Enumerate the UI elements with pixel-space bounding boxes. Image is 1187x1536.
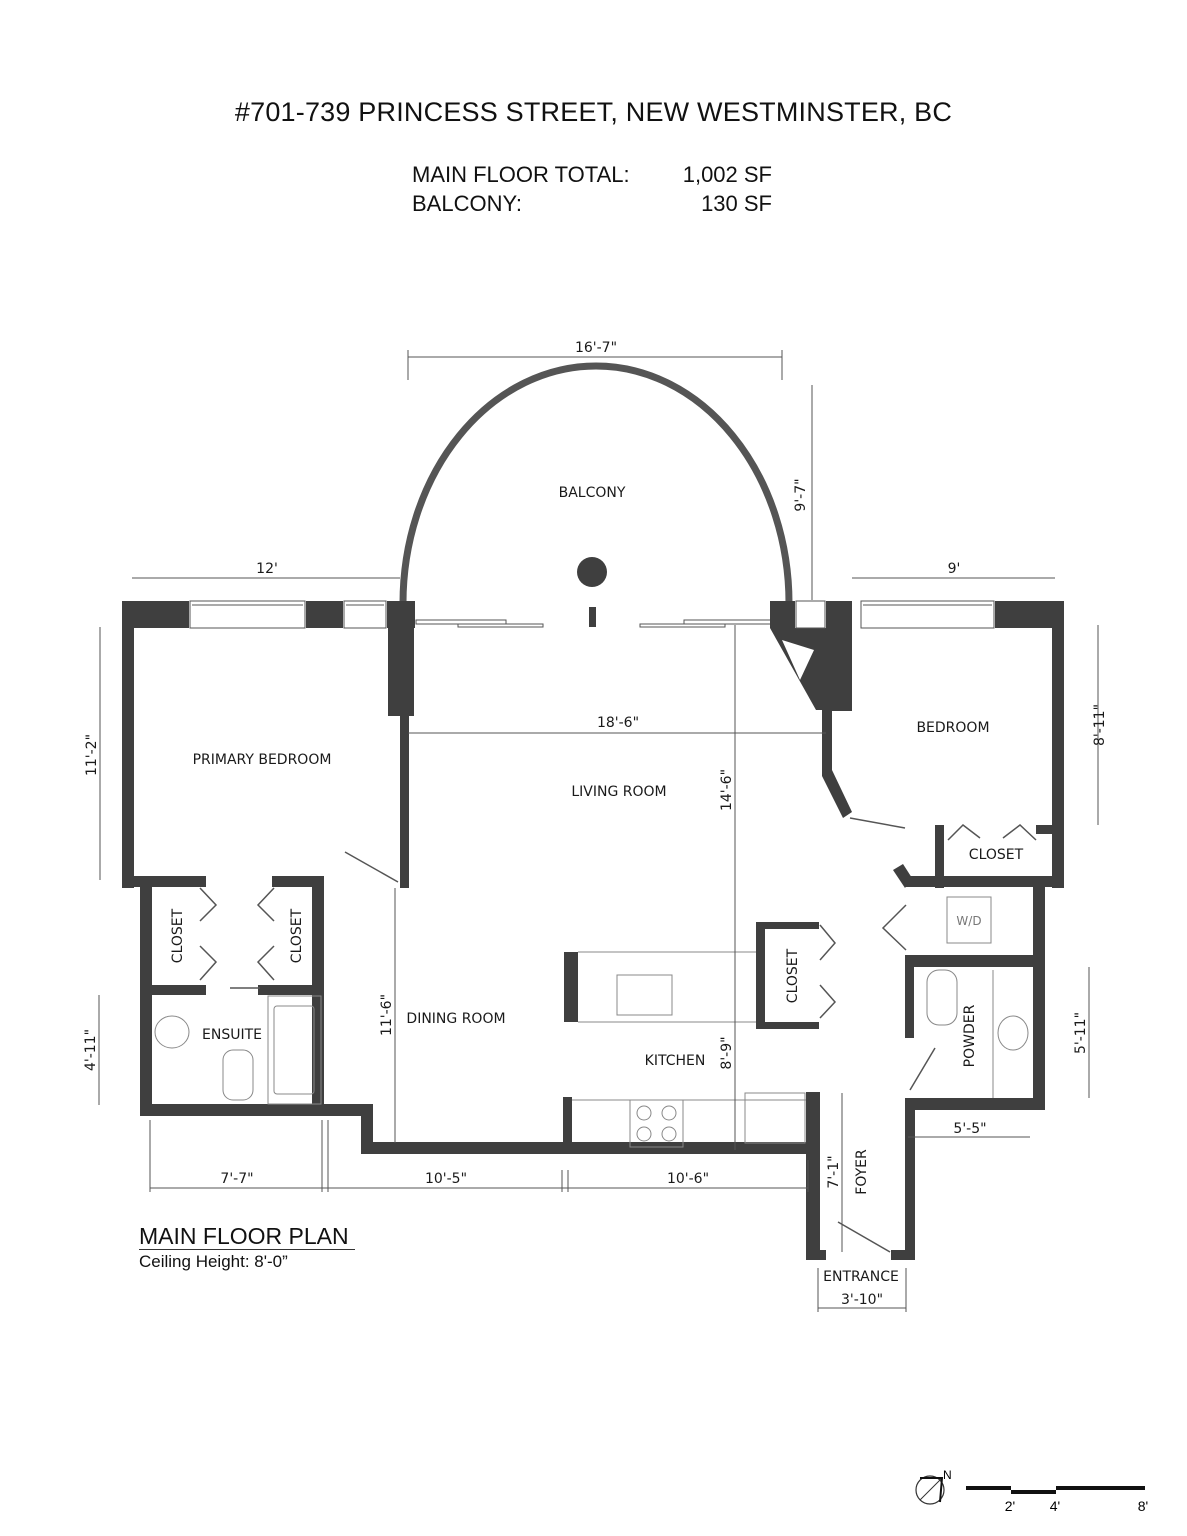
dim-bottom-3: 10'-6": [667, 1171, 709, 1187]
bathtub-icon: [267, 995, 322, 1105]
room-label-balcony: BALCONY: [559, 485, 626, 501]
dim-kitchen-depth: 8'-9": [719, 1036, 735, 1069]
windows: [189, 600, 995, 629]
room-label-kitchen: KITCHEN: [645, 1053, 706, 1069]
plan-title: MAIN FLOOR PLAN: [139, 1223, 355, 1250]
powder-toilet-icon: [926, 969, 958, 1026]
dimension-lines: [98, 350, 1099, 1312]
doors: [199, 817, 1037, 1253]
dim-ensuite-depth: 4'-11": [83, 1029, 99, 1071]
balcony-column-icon: [577, 557, 607, 587]
room-label-entrance: ENTRANCE: [823, 1269, 899, 1285]
main-floor-value: 1,002 SF: [682, 162, 772, 187]
north-arrow-icon: N: [915, 1468, 952, 1505]
room-label-powder: POWDER: [962, 1004, 978, 1067]
balcony-area-label: BALCONY:: [412, 191, 523, 216]
dim-living-depth: 14'-6": [719, 769, 735, 811]
dim-bedroom-depth: 8'-11": [1092, 704, 1108, 746]
room-label-bedroom-closet: CLOSET: [969, 847, 1024, 863]
north-label: N: [943, 1468, 952, 1482]
sink-icon: [154, 1015, 190, 1049]
dim-powder-depth: 5'-11": [1073, 1012, 1089, 1054]
scale-bar: 2' 4' 8': [966, 1486, 1148, 1514]
toilet-icon: [222, 1049, 254, 1101]
room-label-foyer: FOYER: [854, 1149, 870, 1195]
stove-icon: [629, 1099, 684, 1148]
room-label-primary-bedroom: PRIMARY BEDROOM: [193, 752, 332, 768]
scale-8: 8': [1138, 1498, 1148, 1514]
dim-foyer-depth: 7'-1": [826, 1155, 842, 1188]
room-label-living-room: LIVING ROOM: [571, 784, 666, 800]
dim-powder-width: 5'-5": [953, 1121, 986, 1137]
walls: [122, 601, 1064, 1260]
room-label-kitchen-closet: CLOSET: [785, 948, 801, 1003]
washer-dryer-icon: [946, 896, 992, 944]
dim-balcony-width: 16'-7": [575, 340, 617, 356]
dim-primary-depth: 11'-2": [84, 734, 100, 776]
sliding-door: [415, 619, 775, 628]
room-label-bedroom: BEDROOM: [916, 720, 989, 736]
dim-dining-depth: 11'-6": [379, 994, 395, 1036]
room-label-closet-right: CLOSET: [289, 908, 305, 963]
dim-primary-width: 12': [256, 561, 278, 577]
kitchen-sink-icon: [616, 974, 673, 1016]
scale-2: 2': [1005, 1498, 1015, 1514]
fridge-icon: [744, 1092, 806, 1144]
balcony-railing: [399, 362, 793, 627]
room-label-dining-room: DINING ROOM: [406, 1011, 505, 1027]
dim-bottom-2: 10'-5": [425, 1171, 467, 1187]
dim-bottom-1: 7'-7": [220, 1171, 253, 1187]
property-address: #701-739 PRINCESS STREET, NEW WESTMINSTE…: [234, 97, 953, 127]
main-floor-area-row: MAIN FLOOR TOTAL: 1,002 SF: [412, 162, 772, 188]
balcony-area-value: 130 SF: [701, 191, 772, 216]
room-label-ensuite: ENSUITE: [202, 1027, 262, 1043]
room-label-wd: W/D: [956, 914, 981, 928]
dim-living-width: 18'-6": [597, 715, 639, 731]
balcony-area-row: BALCONY: 130 SF: [412, 191, 772, 217]
dim-bedroom-width: 9': [948, 561, 961, 577]
room-label-closet-left: CLOSET: [170, 908, 186, 963]
dim-balcony-depth: 9'-7": [793, 478, 809, 511]
ceiling-height: Ceiling Height: 8'-0”: [139, 1252, 288, 1271]
fixtures: [154, 896, 1029, 1148]
dim-entrance-width: 3'-10": [841, 1292, 883, 1308]
main-floor-label: MAIN FLOOR TOTAL:: [412, 162, 630, 187]
powder-sink-icon: [997, 1015, 1029, 1051]
scale-4: 4': [1050, 1498, 1060, 1514]
